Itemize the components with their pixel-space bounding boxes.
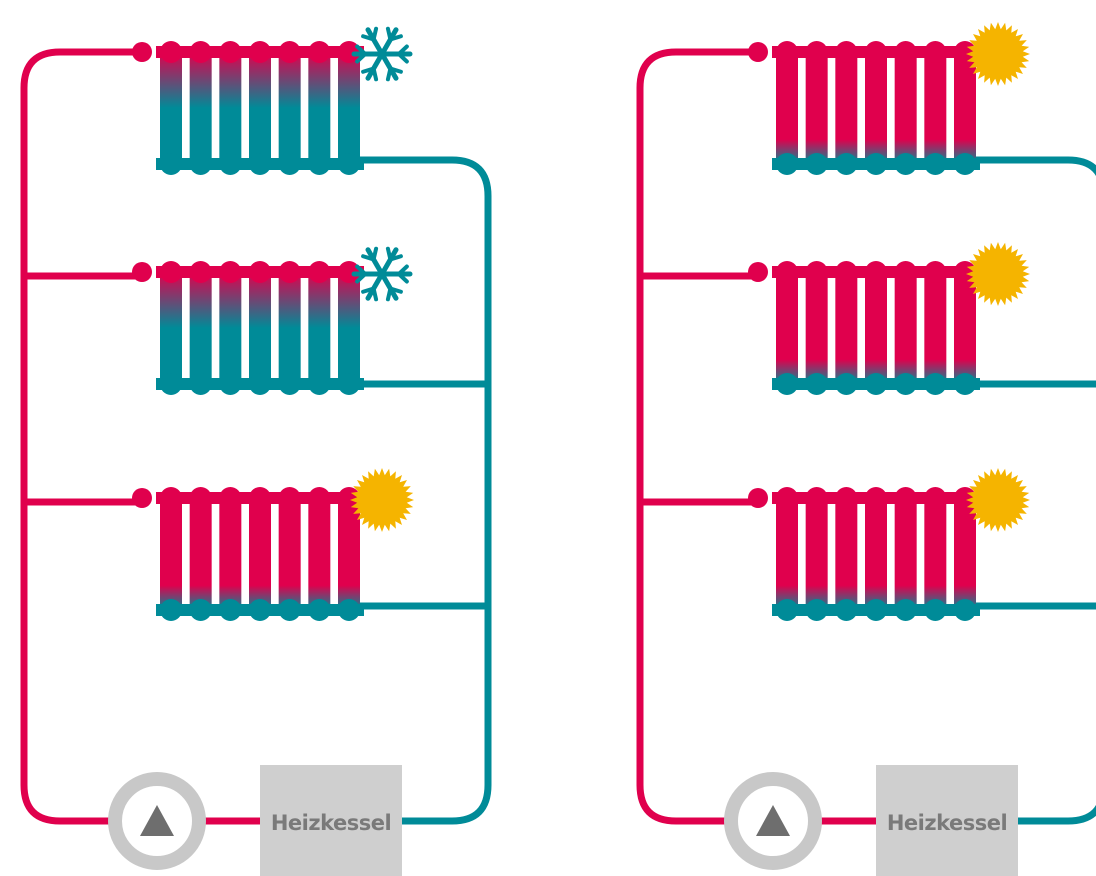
sun-icon bbox=[350, 468, 414, 532]
supply-valve bbox=[748, 262, 768, 282]
radiator-fin bbox=[835, 498, 858, 610]
radiator-2 bbox=[132, 246, 413, 395]
radiator-fin bbox=[954, 272, 976, 384]
radiator-fin bbox=[189, 272, 212, 384]
radiator-fin bbox=[160, 52, 182, 164]
diagram-balanced: Heizkessel bbox=[636, 22, 1096, 876]
radiator-fin bbox=[189, 52, 212, 164]
supply-pipe bbox=[636, 48, 878, 825]
supply-valve bbox=[748, 488, 768, 508]
radiator-fin bbox=[954, 498, 976, 610]
radiator-fin bbox=[835, 272, 858, 384]
radiator-1 bbox=[132, 26, 413, 175]
radiator-fin bbox=[338, 272, 360, 384]
radiator-fin bbox=[278, 272, 301, 384]
boiler: Heizkessel bbox=[260, 765, 402, 876]
radiator-fin bbox=[805, 272, 828, 384]
radiator-fin bbox=[924, 272, 947, 384]
radiator-bottom-manifold bbox=[772, 604, 980, 616]
supply-valve bbox=[748, 42, 768, 62]
radiator-top-manifold bbox=[156, 266, 364, 278]
radiator-fin bbox=[189, 498, 212, 610]
sun-icon bbox=[966, 22, 1030, 86]
return-riser bbox=[360, 156, 492, 825]
return-pipe bbox=[976, 156, 1096, 825]
return-riser bbox=[976, 156, 1096, 825]
pump bbox=[724, 772, 822, 870]
radiator-fin bbox=[219, 498, 242, 610]
radiator-fin bbox=[865, 498, 887, 610]
radiator-fin bbox=[219, 52, 242, 164]
radiator-fin bbox=[249, 52, 271, 164]
boiler-label: Heizkessel bbox=[271, 811, 391, 835]
radiator-top-manifold bbox=[156, 46, 364, 58]
radiator-fin bbox=[308, 272, 331, 384]
radiator-bottom-manifold bbox=[156, 604, 364, 616]
radiator-fin bbox=[924, 52, 947, 164]
radiator-fin bbox=[865, 52, 887, 164]
radiator-fin bbox=[776, 498, 798, 610]
radiator-fin bbox=[924, 498, 947, 610]
radiator-fin bbox=[865, 272, 887, 384]
radiator-top-manifold bbox=[772, 492, 980, 504]
radiator-fin bbox=[249, 498, 271, 610]
radiator-fin bbox=[338, 498, 360, 610]
radiator-fin bbox=[805, 52, 828, 164]
snowflake-icon bbox=[351, 246, 413, 302]
boiler-label: Heizkessel bbox=[887, 811, 1007, 835]
radiator-fin bbox=[776, 272, 798, 384]
radiator-fin bbox=[835, 52, 858, 164]
radiator-fin bbox=[278, 498, 301, 610]
radiator-1 bbox=[748, 22, 1030, 175]
radiator-fin bbox=[160, 498, 182, 610]
radiator-top-manifold bbox=[156, 492, 364, 504]
radiator-3 bbox=[748, 468, 1030, 621]
radiator-fin bbox=[219, 272, 242, 384]
radiator-fin bbox=[338, 52, 360, 164]
snowflake-icon bbox=[351, 26, 413, 82]
radiator-fin bbox=[805, 498, 828, 610]
return-pipe bbox=[360, 156, 492, 825]
radiator-bottom-manifold bbox=[156, 158, 364, 170]
supply-riser bbox=[636, 48, 751, 825]
radiator-bottom-manifold bbox=[772, 378, 980, 390]
boiler-box bbox=[260, 765, 402, 876]
radiator-fin bbox=[894, 272, 917, 384]
radiator-2 bbox=[748, 242, 1030, 395]
sun-icon bbox=[966, 468, 1030, 532]
boiler: Heizkessel bbox=[876, 765, 1018, 876]
supply-valve bbox=[132, 262, 152, 282]
radiator-fin bbox=[308, 498, 331, 610]
boiler-box bbox=[876, 765, 1018, 876]
pump bbox=[108, 772, 206, 870]
pump-triangle-icon bbox=[756, 805, 790, 836]
radiator-fin bbox=[308, 52, 331, 164]
supply-riser bbox=[20, 48, 135, 825]
radiator-fin bbox=[278, 52, 301, 164]
radiator-fin bbox=[776, 52, 798, 164]
supply-valve bbox=[132, 488, 152, 508]
radiator-3 bbox=[132, 468, 414, 621]
pump-triangle-icon bbox=[140, 805, 174, 836]
radiator-bottom-manifold bbox=[156, 378, 364, 390]
diagram-unbalanced: Heizkessel bbox=[20, 26, 492, 876]
radiator-top-manifold bbox=[772, 266, 980, 278]
supply-valve bbox=[132, 42, 152, 62]
sun-icon bbox=[966, 242, 1030, 306]
radiator-fin bbox=[954, 52, 976, 164]
radiator-fin bbox=[894, 52, 917, 164]
radiator-fin bbox=[249, 272, 271, 384]
radiator-bottom-manifold bbox=[772, 158, 980, 170]
radiator-top-manifold bbox=[772, 46, 980, 58]
supply-pipe bbox=[20, 48, 262, 825]
radiator-fin bbox=[160, 272, 182, 384]
radiator-fin bbox=[894, 498, 917, 610]
